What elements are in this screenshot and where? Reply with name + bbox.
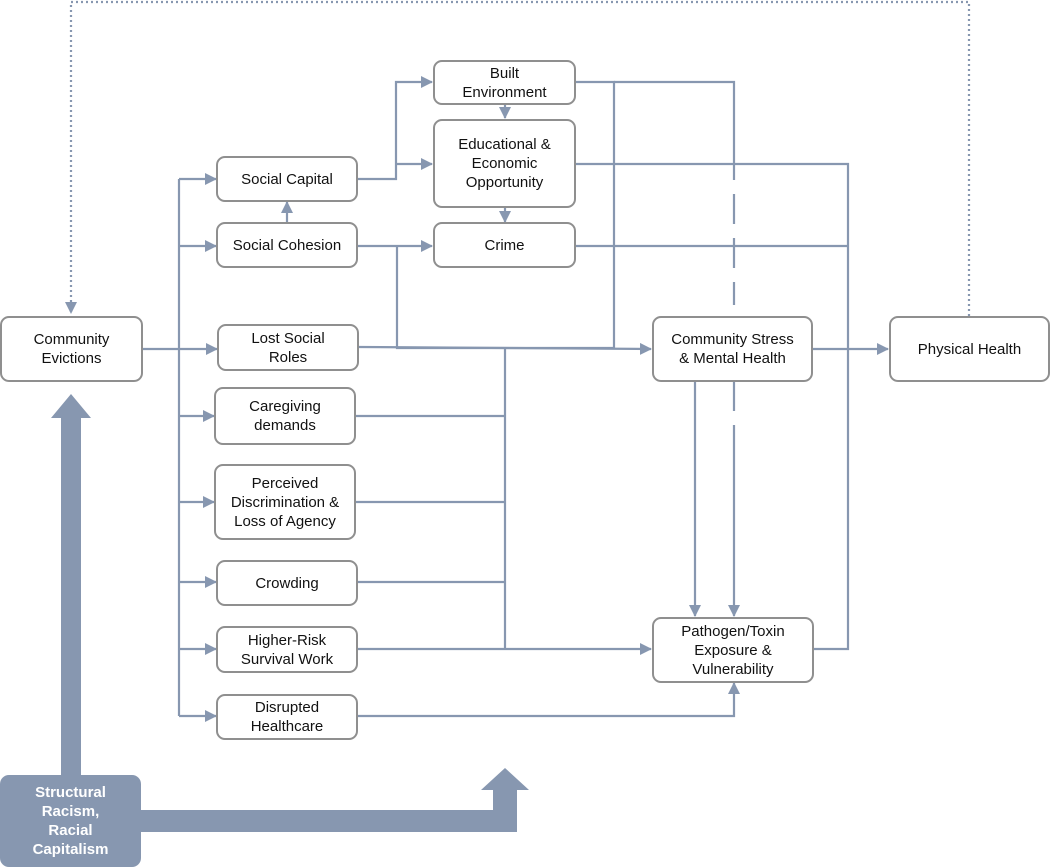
node-community-evictions: Community Evictions <box>0 316 143 382</box>
node-crime: Crime <box>433 222 576 268</box>
built-env-to-pathogen-top <box>614 80 736 150</box>
node-physical-health: Physical Health <box>889 316 1050 382</box>
structural-arrow-up <box>51 394 91 777</box>
node-social-cohesion: Social Cohesion <box>216 222 358 268</box>
node-structural-racism-racial-capitalism: Structural Racism, Racial Capitalism <box>0 775 141 867</box>
node-community-stress-mental-health: Community Stress & Mental Health <box>652 316 813 382</box>
feedback-loop-arrow <box>65 0 971 316</box>
node-caregiving-demands: Caregiving demands <box>214 387 356 445</box>
node-lost-social-roles: Lost Social Roles <box>217 324 359 371</box>
arrow-healthcare-to-pathogen <box>358 682 740 718</box>
node-pathogen-toxin-exposure: Pathogen/Toxin Exposure & Vulnerability <box>652 617 814 683</box>
node-disrupted-healthcare: Disrupted Healthcare <box>216 694 358 740</box>
structural-arrow-right <box>140 768 529 832</box>
node-built-environment: Built Environment <box>433 60 576 105</box>
node-perceived-discrimination: Perceived Discrimination & Loss of Agenc… <box>214 464 356 540</box>
built-env-to-stress-line <box>576 80 616 348</box>
education-to-right-bus <box>576 162 850 651</box>
node-educational-economic-opportunity: Educational & Economic Opportunity <box>433 119 576 208</box>
node-higher-risk-survival-work: Higher-Risk Survival Work <box>216 626 358 673</box>
node-social-capital: Social Capital <box>216 156 358 202</box>
node-crowding: Crowding <box>216 560 358 606</box>
capital-branch <box>358 76 433 181</box>
